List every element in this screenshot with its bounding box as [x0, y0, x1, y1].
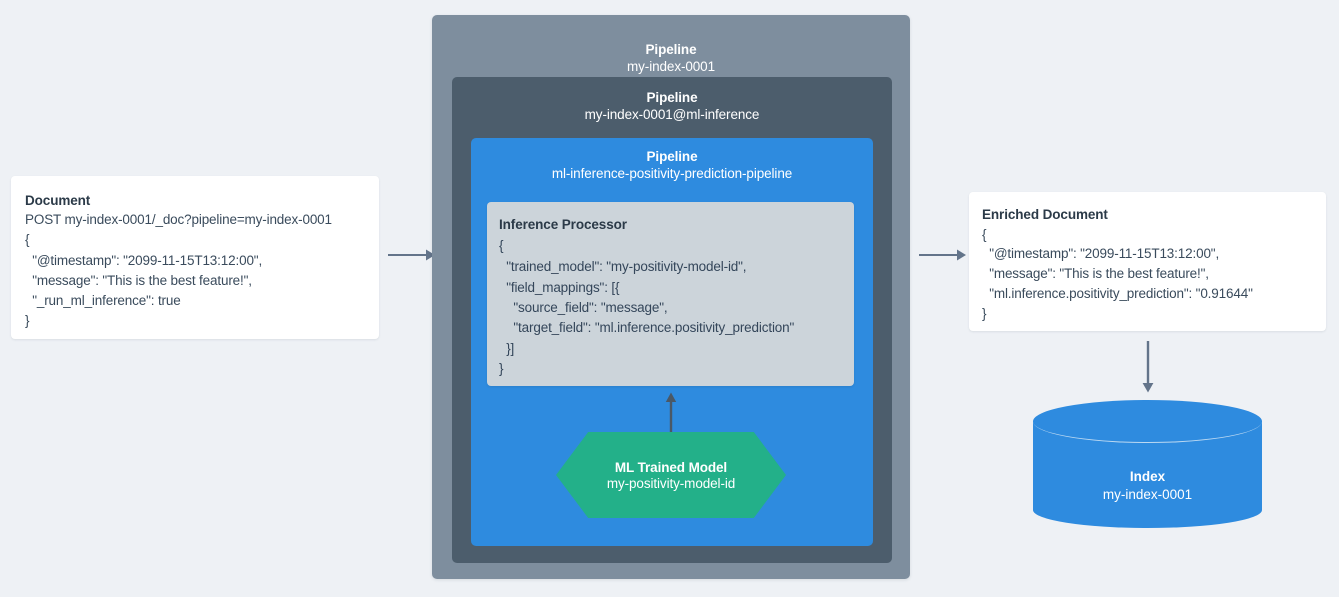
- index-cylinder: Index my-index-0001: [1033, 400, 1262, 528]
- inference-processor-title: Inference Processor: [499, 217, 627, 232]
- enriched-document-card: Enriched Document { "@timestamp": "2099-…: [969, 192, 1326, 331]
- pipeline-middle-name: my-index-0001@ml-inference: [584, 107, 760, 123]
- index-type: Index: [1129, 469, 1166, 484]
- arrow-pipeline-to-enriched-document: [919, 248, 967, 262]
- enriched-document-line: "ml.inference.positivity_prediction": "0…: [982, 286, 1253, 301]
- ml-trained-model-hexagon: ML Trained Model my-positivity-model-id: [556, 432, 786, 518]
- index-name: my-index-0001: [1102, 486, 1193, 502]
- ml-trained-model-name: my-positivity-model-id: [606, 475, 736, 491]
- source-document-line: }: [25, 313, 30, 328]
- enriched-document-title: Enriched Document: [982, 207, 1108, 222]
- inference-processor-line: }]: [499, 341, 515, 356]
- enriched-document-line: }: [982, 306, 987, 321]
- inference-processor-line: "trained_model": "my-positivity-model-id…: [499, 259, 747, 274]
- pipeline-outer-type: Pipeline: [645, 42, 697, 57]
- source-document-card: Document POST my-index-0001/_doc?pipelin…: [11, 176, 379, 339]
- pipeline-middle-label: Pipeline my-index-0001@ml-inference: [452, 89, 892, 124]
- source-document-line: "message": "This is the best feature!",: [25, 273, 252, 288]
- index-cylinder-top: [1033, 400, 1262, 443]
- arrow-model-to-processor: [664, 392, 678, 434]
- inference-processor-panel: Inference Processor { "trained_model": "…: [487, 202, 854, 386]
- arrow-document-to-pipeline: [388, 248, 436, 262]
- inference-processor-line: "target_field": "ml.inference.positivity…: [499, 320, 795, 335]
- source-document-line: POST my-index-0001/_doc?pipeline=my-inde…: [25, 212, 332, 227]
- pipeline-outer-label: Pipeline my-index-0001: [432, 41, 910, 76]
- inference-processor-line: {: [499, 238, 504, 253]
- enriched-document-line: "@timestamp": "2099-11-15T13:12:00",: [982, 246, 1220, 261]
- pipeline-inner-name: ml-inference-positivity-prediction-pipel…: [551, 166, 793, 182]
- source-document-line: {: [25, 232, 30, 247]
- ml-trained-model-type: ML Trained Model: [614, 459, 728, 475]
- pipeline-inner-type: Pipeline: [646, 149, 698, 164]
- source-document-line: "@timestamp": "2099-11-15T13:12:00",: [25, 253, 263, 268]
- index-cylinder-label: Index my-index-0001: [1033, 468, 1262, 503]
- inference-processor-line: "source_field": "message",: [499, 300, 668, 315]
- arrow-enriched-document-to-index: [1141, 341, 1155, 393]
- pipeline-inner-label: Pipeline ml-inference-positivity-predict…: [471, 148, 873, 183]
- enriched-document-line: "message": "This is the best feature!",: [982, 266, 1209, 281]
- enriched-document-line: {: [982, 227, 987, 242]
- inference-processor-line: }: [499, 361, 504, 376]
- source-document-line: "_run_ml_inference": true: [25, 293, 181, 308]
- pipeline-outer-name: my-index-0001: [627, 59, 715, 75]
- source-document-title: Document: [25, 193, 91, 208]
- pipeline-middle-type: Pipeline: [646, 90, 698, 105]
- inference-processor-line: "field_mappings": [{: [499, 280, 620, 295]
